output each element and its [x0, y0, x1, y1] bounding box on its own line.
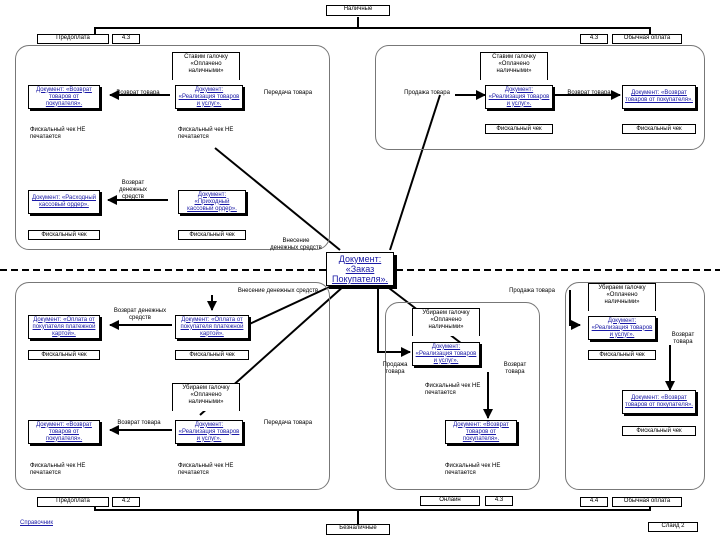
label-return-goods-ur: Возврат товара — [567, 90, 611, 96]
doc-realization-ur[interactable]: Документ: «Реализация товаров и услуг». — [485, 85, 553, 109]
doc-customer-order[interactable]: Документ: «Заказ Покупателя». — [326, 252, 394, 286]
doc-return-ll[interactable]: Документ: «Возврат товаров от покупателя… — [28, 420, 100, 444]
frame-lower-mid — [385, 302, 540, 490]
doc-pko[interactable]: Документ: «Приходный кассовый ордер». — [178, 190, 246, 214]
doc-return-lr[interactable]: Документ: «Возврат товаров от покупателя… — [622, 390, 696, 414]
fiscal-check-ul-1: Фискальный чек — [28, 230, 100, 240]
cash-header: Наличные — [326, 5, 390, 16]
fiscal-check-ul-2: Фискальный чек — [178, 230, 246, 240]
fiscal-not-printed-lm-1: Фискальный чек НЕ печатается — [425, 383, 481, 396]
frame-upper-left — [15, 45, 330, 250]
fiscal-not-printed-ul-2: Фискальный чек НЕ печатается — [178, 127, 234, 140]
label-sale-goods-lm: Продажа товара — [382, 362, 408, 375]
doc-return-ur[interactable]: Документ: «Возврат товаров от покупателя… — [622, 85, 696, 109]
label-sale-goods-ll: Передача товара — [263, 420, 313, 426]
fiscal-check-ll-2: Фискальный чек — [175, 350, 249, 360]
cashless-label: Безналичные — [326, 524, 390, 535]
note-remove-mark-lm: Убираем галочку «Оплачено наличными» — [412, 308, 480, 336]
doc-rko[interactable]: Документ: «Расходный кассовый ордер». — [28, 190, 100, 214]
doc-realization-lm[interactable]: Документ: «Реализация товаров и услуг». — [412, 342, 480, 366]
label-return-goods-ll: Возврат товара — [117, 420, 161, 426]
slide-number: Слайд 2 — [648, 522, 698, 532]
tag-4-4: 4.4 — [580, 497, 608, 507]
note-mark-paid-right: Ставим галочку «Оплачено наличными» — [480, 52, 548, 80]
label-sale-goods-mid: Продажа товара — [509, 288, 555, 294]
label-return-money-ul: Возврат денежных средств — [118, 180, 148, 200]
doc-return-prepaid[interactable]: Документ: «Возврат товаров от покупателя… — [28, 85, 100, 109]
label-sale-goods-ur: Продажа товара — [404, 90, 450, 96]
label-money-deposit-upper: Внесение денежных средств — [270, 238, 322, 251]
frame-lower-right — [565, 282, 705, 490]
label-return-goods-lm: Возврат товара — [503, 362, 527, 375]
fiscal-not-printed-lm-2: Фискальный чек НЕ печатается — [445, 463, 501, 476]
fiscal-check-ur-2: Фискальный чек — [622, 124, 696, 134]
doc-realization-ll[interactable]: Документ: «Реализация товаров и услуг». — [175, 420, 243, 444]
prepay-top-label: Предоплата — [37, 34, 109, 44]
frame-lower-left — [15, 282, 330, 490]
label-return-goods-ul: Возврат товара — [116, 90, 160, 96]
doc-card-pay[interactable]: Документ: «Оплата от покупателя платежно… — [175, 315, 249, 339]
note-mark-paid-left: Ставим галочку «Оплачено наличными» — [172, 52, 240, 80]
label-sale-goods-ul: Передача товара — [263, 90, 313, 96]
fiscal-not-printed-ul-1: Фискальный чек НЕ печатается — [30, 127, 86, 140]
fiscal-not-printed-ll-2: Фискальный чек НЕ печатается — [178, 463, 234, 476]
fiscal-check-lr-2: Фискальный чек — [622, 426, 696, 436]
doc-realization-ul[interactable]: Документ: «Реализация товаров и услуг». — [175, 85, 243, 109]
tag-4-2: 4.2 — [112, 497, 140, 507]
doc-card-return[interactable]: Документ: «Оплата от покупателя платежно… — [28, 315, 100, 339]
regular-sale-top-label: Обычная оплата — [612, 34, 682, 44]
fiscal-check-ur-1: Фискальный чек — [485, 124, 553, 134]
label-money-deposit-lower: Внесение денежных средств — [237, 288, 319, 294]
glossary-link[interactable]: Справочник — [20, 520, 53, 526]
tag-4-3-top-right: 4.3 — [580, 34, 608, 44]
note-remove-mark-lr: Убираем галочку «Оплачено наличными» — [588, 283, 656, 311]
label-return-goods-lr: Возврат товара — [671, 332, 695, 345]
fiscal-not-printed-ll-1: Фискальный чек НЕ печатается — [30, 463, 86, 476]
fiscal-check-lr-1: Фискальный чек — [588, 350, 656, 360]
online-label: Онлайн — [420, 496, 480, 506]
prepay-bottom-label: Предоплата — [37, 497, 109, 507]
doc-return-lm[interactable]: Документ: «Возврат товаров от покупателя… — [445, 420, 517, 444]
fiscal-check-ll-1: Фискальный чек — [28, 350, 100, 360]
frame-upper-right — [375, 45, 705, 150]
doc-realization-lr[interactable]: Документ: «Реализация товаров и услуг». — [588, 316, 656, 340]
regular-sale-bottom-label: Обычная оплата — [612, 497, 682, 507]
tag-4-3-bottom: 4.3 — [485, 496, 513, 506]
tag-4-3-top-left: 4.3 — [112, 34, 140, 44]
note-remove-mark-ll: Убираем галочку «Оплачено наличными» — [172, 383, 240, 411]
label-return-money-ll: Возврат денежных средств — [113, 308, 167, 321]
